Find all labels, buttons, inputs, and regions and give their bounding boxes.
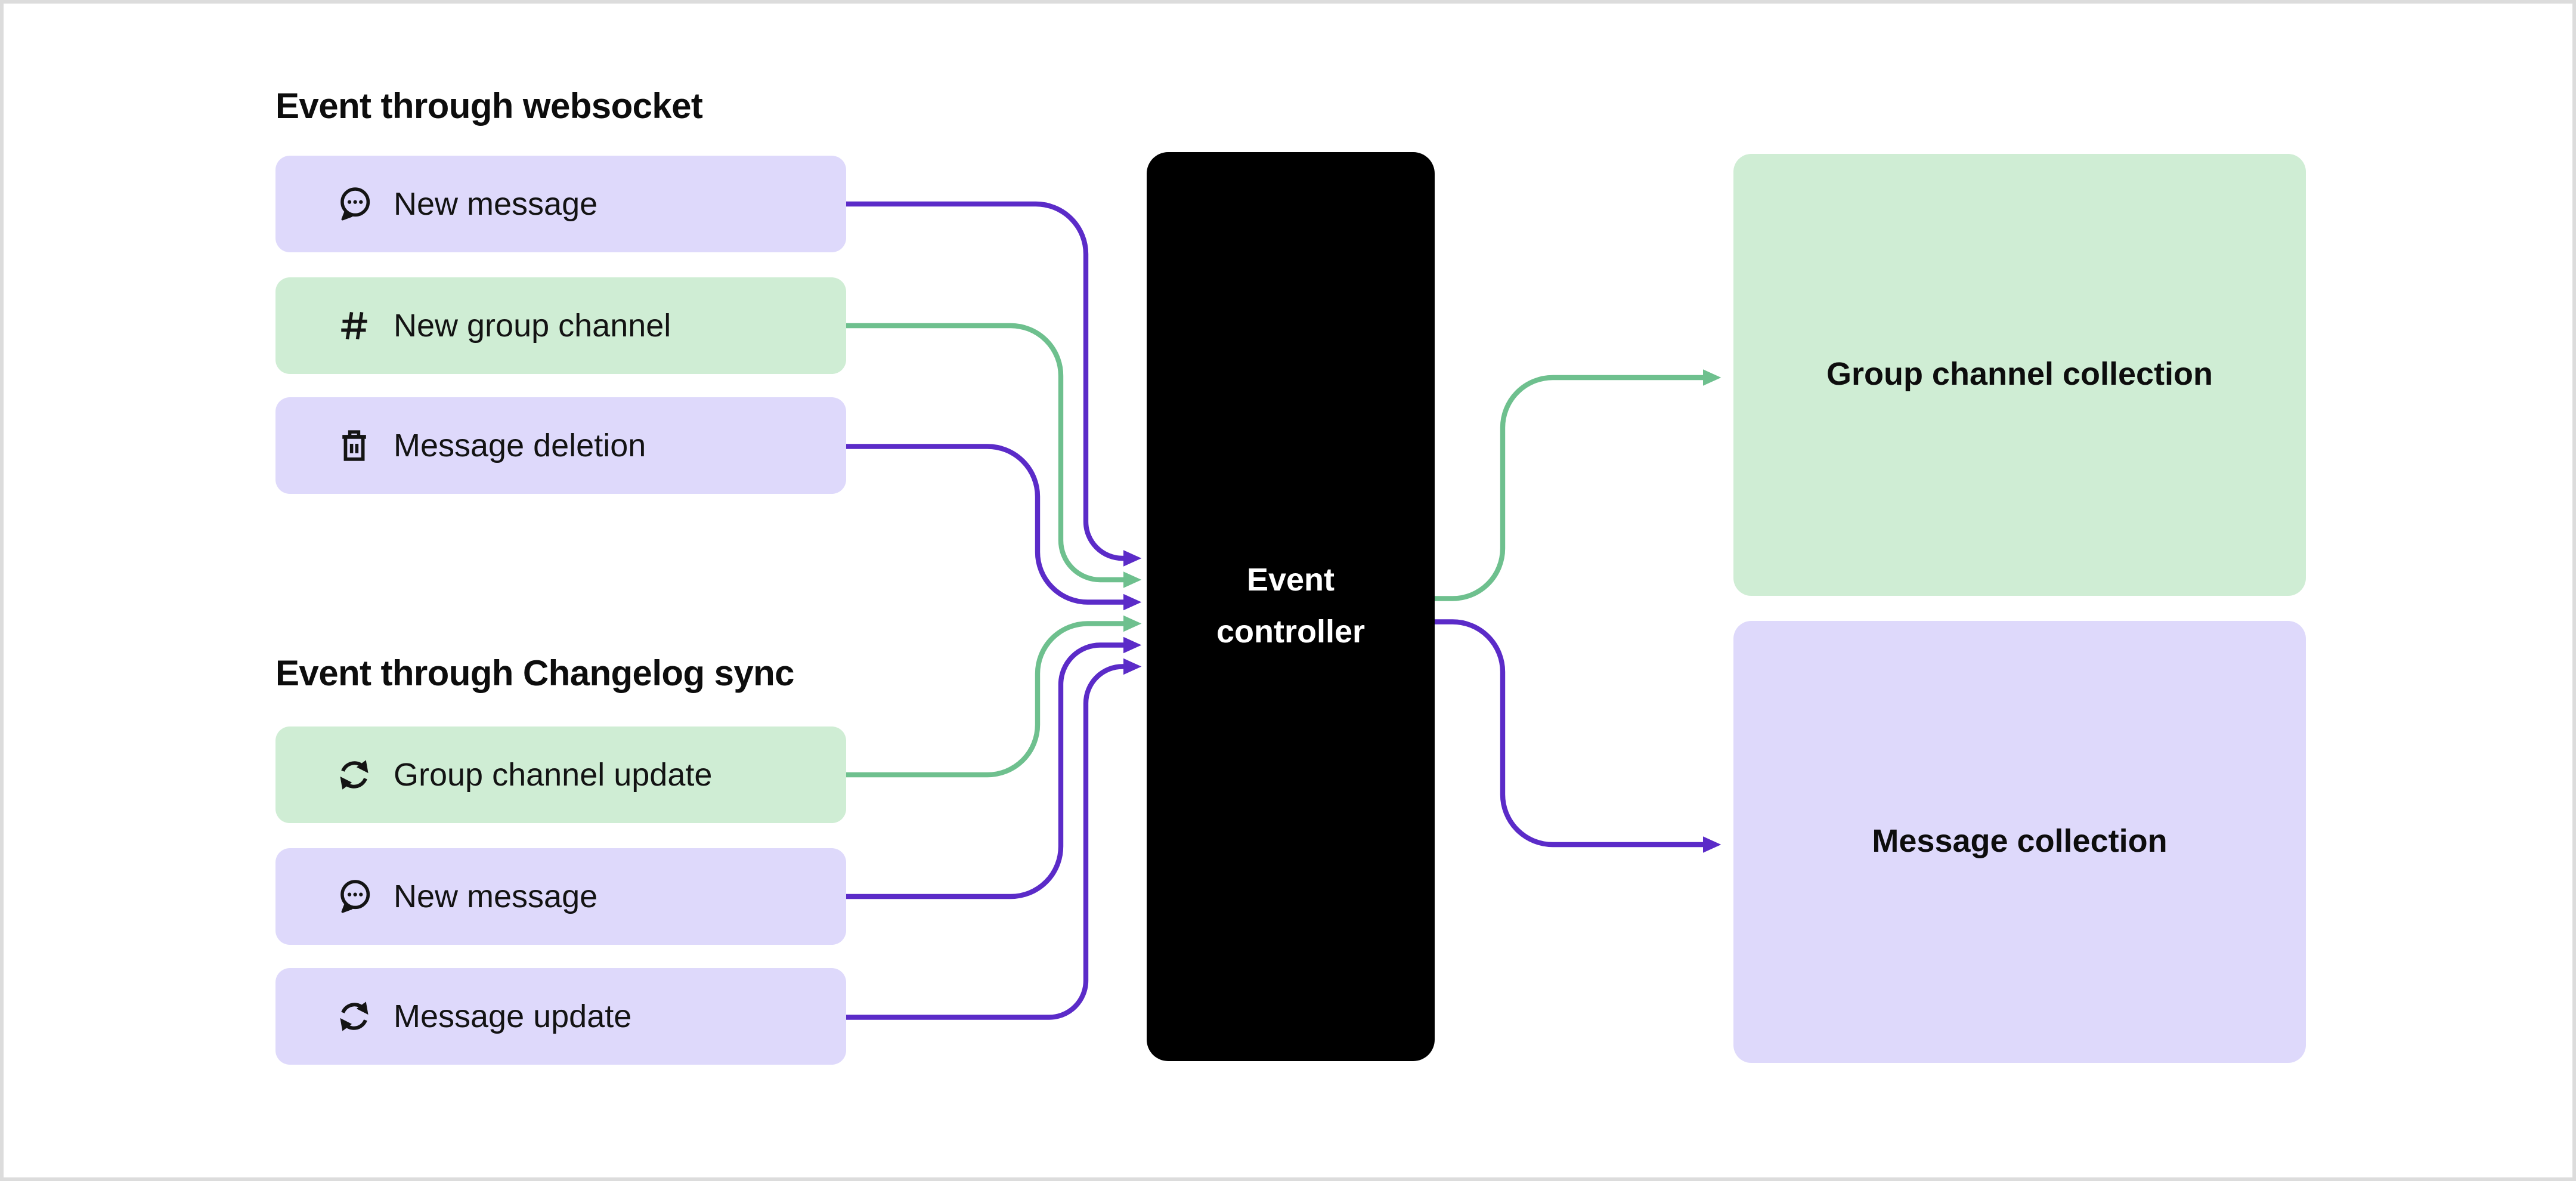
event-controller-label-line2: controller xyxy=(1216,614,1365,650)
arrow-to-message-collection xyxy=(1435,619,1722,853)
event-box-label: Message deletion xyxy=(394,426,646,463)
event-controller-label-line1: Event xyxy=(1246,562,1335,598)
event-box-label: New group channel xyxy=(394,307,671,343)
arrow-ws-new-message xyxy=(846,201,1142,567)
event-box-ws-new-group-channel: New group channel xyxy=(275,277,846,374)
event-box-label: New message xyxy=(394,185,598,221)
arrow-ws-message-deletion xyxy=(846,444,1142,611)
event-box-cl-group-channel-update: Group channel update xyxy=(275,726,846,823)
collection-box-group-channel: Group channel collection xyxy=(1733,154,2306,596)
event-controller-box: Event controller xyxy=(1147,152,1435,1061)
sync-icon xyxy=(335,997,374,1036)
event-box-cl-message-update: Message update xyxy=(275,968,846,1065)
message-bubble-icon xyxy=(335,877,374,916)
collection-box-message: Message collection xyxy=(1733,621,2306,1063)
trash-icon xyxy=(335,426,374,465)
arrow-ws-new-group-channel xyxy=(846,323,1142,588)
sync-icon xyxy=(335,755,374,794)
arrow-cl-group-channel-update xyxy=(846,615,1142,778)
section-title-websocket: Event through websocket xyxy=(275,88,703,127)
event-box-label: Message update xyxy=(394,997,632,1034)
event-box-ws-new-message: New message xyxy=(275,156,846,252)
event-box-label: Group channel update xyxy=(394,756,713,792)
event-box-label: New message xyxy=(394,877,598,914)
arrow-to-group-channel-collection xyxy=(1435,369,1722,601)
event-box-cl-new-message: New message xyxy=(275,848,846,945)
arrow-cl-new-message xyxy=(846,636,1142,899)
collection-label: Message collection xyxy=(1872,823,2168,859)
section-title-changelog-sync: Event through Changelog sync xyxy=(275,655,795,694)
hash-icon xyxy=(335,306,374,345)
collection-label: Group channel collection xyxy=(1826,356,2213,392)
message-bubble-icon xyxy=(335,184,374,224)
event-box-ws-message-deletion: Message deletion xyxy=(275,397,846,494)
arrow-cl-message-update xyxy=(846,658,1142,1020)
